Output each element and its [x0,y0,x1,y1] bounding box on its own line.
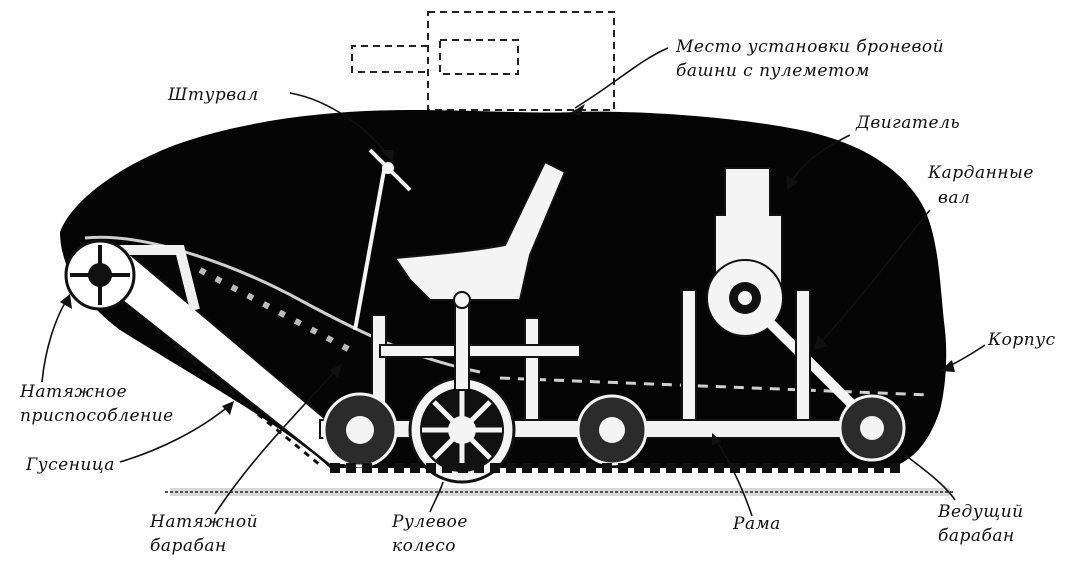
driver-seat [393,160,567,301]
label-track: Гусеница [25,455,115,475]
label-drive-drum-2: барабан [938,526,1015,546]
label-frame: Рама [732,514,781,534]
label-drive-drum-1: Ведущий [937,502,1024,522]
label-road-wheel-2: колесо [392,536,456,556]
steering-column [353,148,412,331]
label-engine: Двигатель [855,113,960,133]
turret-outline [351,11,615,111]
road-wheels [322,392,906,468]
labels: Место установки броневой башни с пулемет… [19,37,1056,556]
label-tension-1: Натяжное [19,382,127,402]
engine-block [706,167,784,337]
ground [165,488,955,496]
label-cardan-2: вал [938,188,970,208]
label-turret-mount-2: башни с пулеметом [676,61,870,81]
label-cardan-1: Карданные [927,163,1034,183]
label-steering-wheel: Штурвал [167,85,259,105]
label-tension-2: приспособление [20,406,174,426]
label-road-wheel-1: Рулевое [391,512,468,532]
steering-road-wheel [408,291,516,484]
label-turret-mount-1: Место установки броневой [675,37,944,57]
leader-lines [41,47,986,517]
label-idler-2: барабан [150,536,227,556]
label-idler-1: Натяжной [149,512,258,532]
label-hull: Корпус [987,330,1056,350]
front-idler-wheel [64,239,136,311]
